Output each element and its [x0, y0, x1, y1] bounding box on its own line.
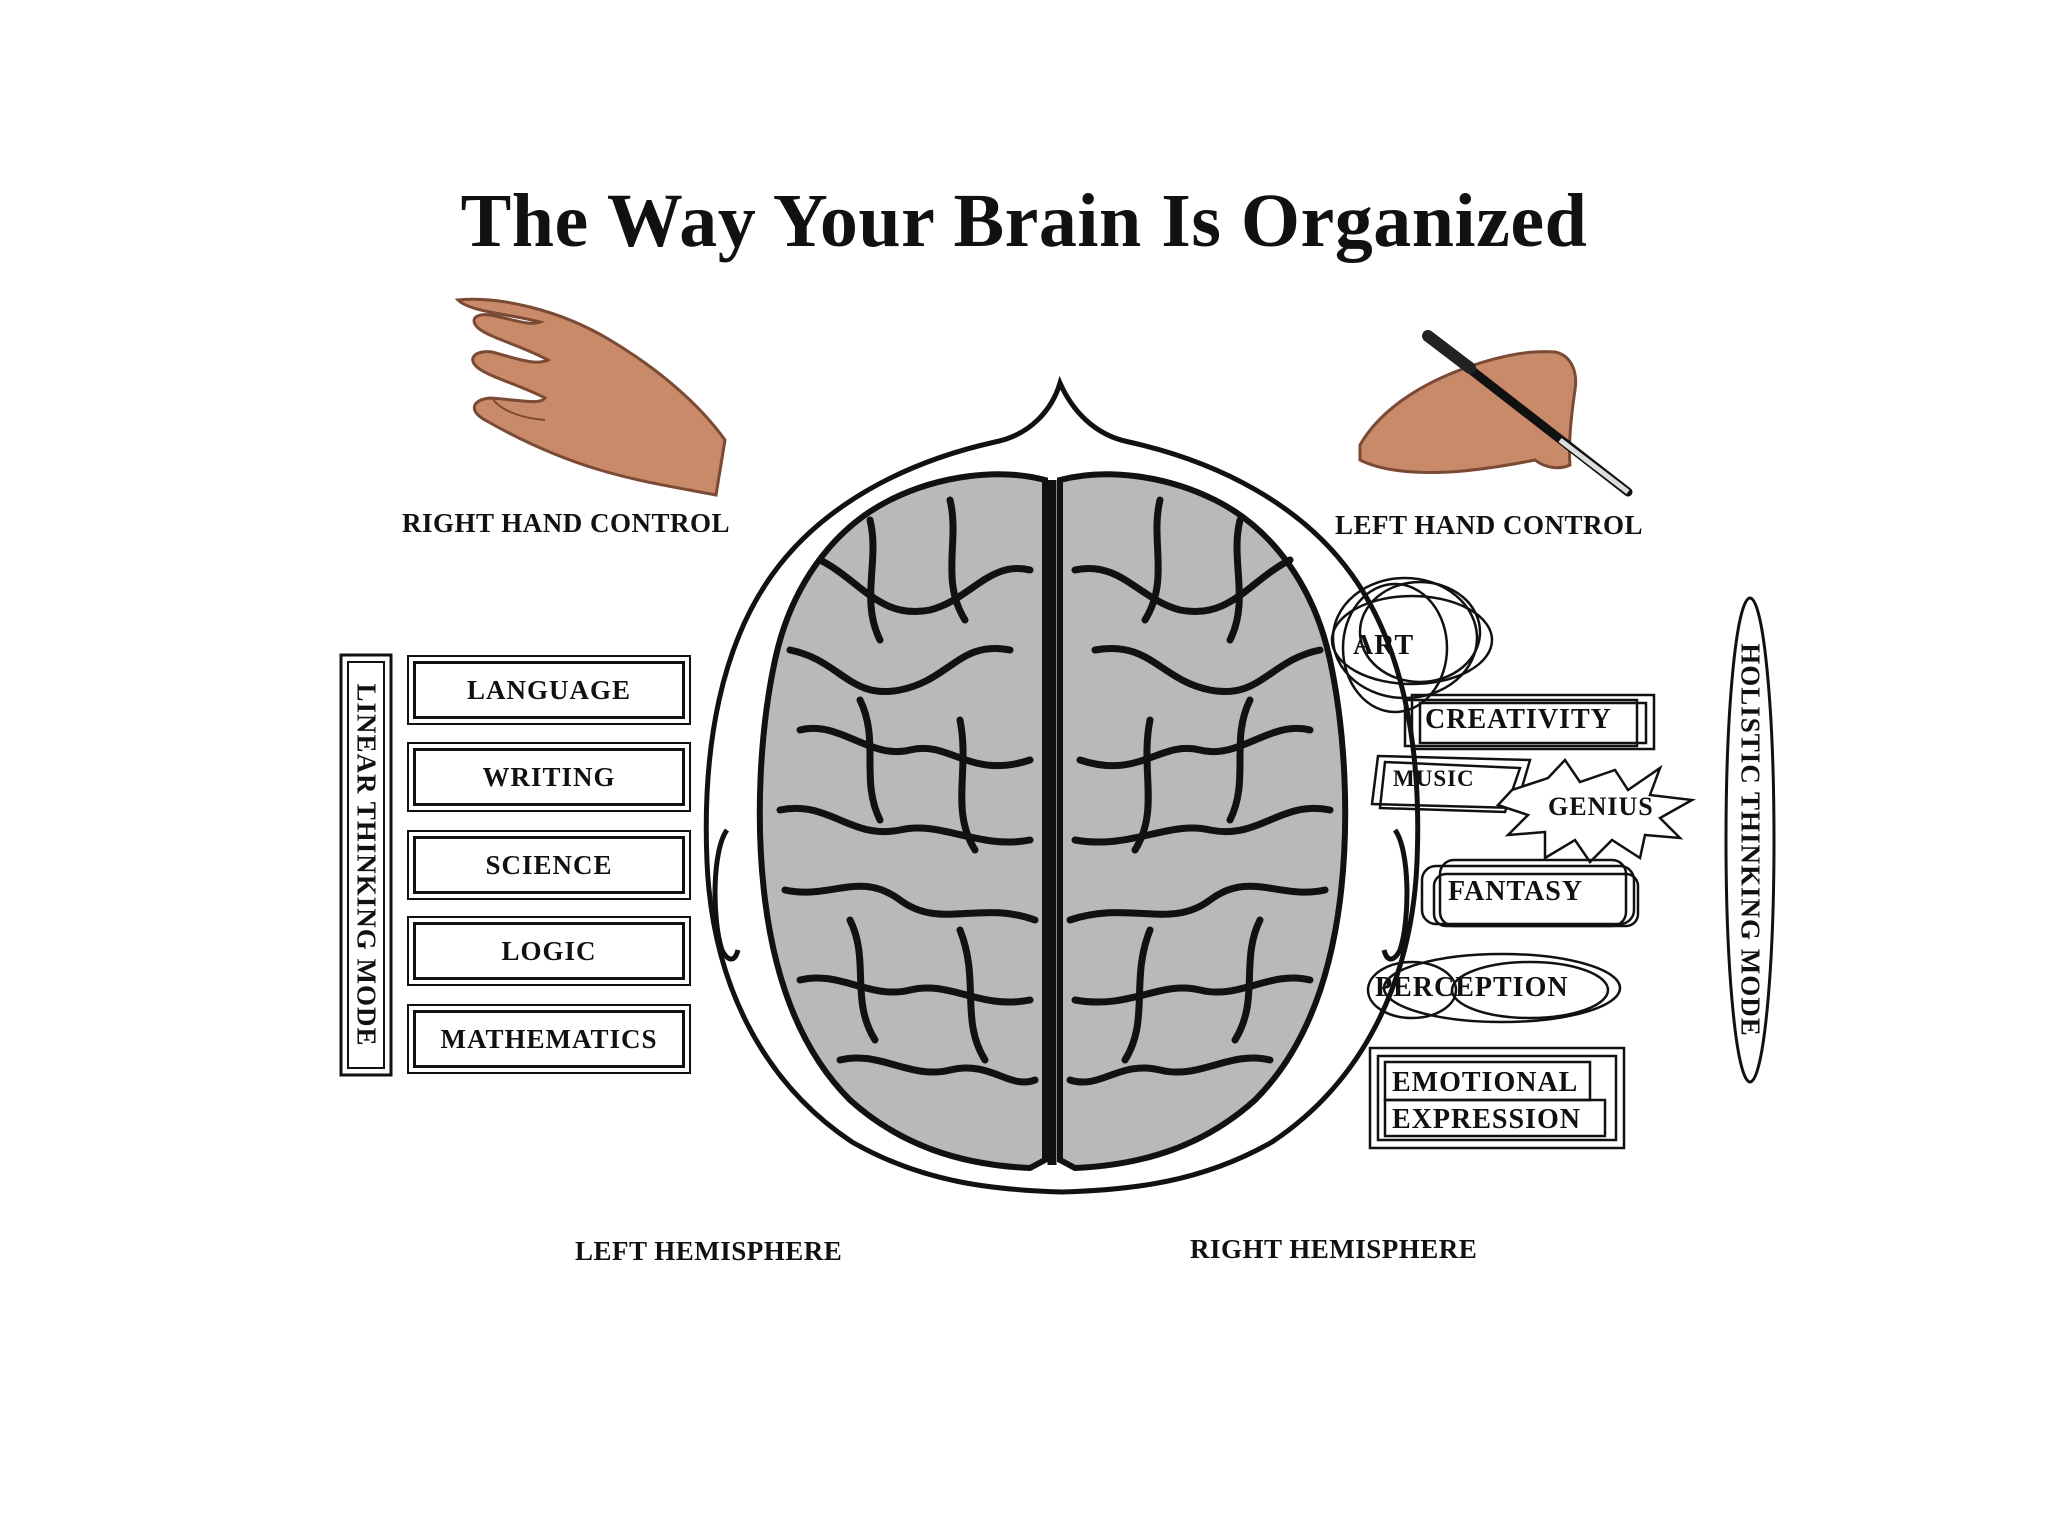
genius-label: GENIUS	[1548, 792, 1654, 821]
right-hemisphere-shape	[1057, 471, 1349, 1172]
emotional-frames	[1368, 1046, 1626, 1150]
emotional-label: EMOTIONAL	[1392, 1067, 1579, 1098]
right-hand-caption: RIGHT HAND CONTROL	[402, 508, 731, 538]
perception-ellipses	[1366, 952, 1622, 1024]
mathematics-box: MATHEMATICS	[407, 1004, 691, 1074]
language-box: LANGUAGE	[407, 655, 691, 725]
left-hand-caption: LEFT HAND CONTROL	[1335, 510, 1644, 540]
open-hand-icon	[454, 297, 727, 497]
fantasy-frames	[1420, 858, 1640, 928]
right-hemisphere-caption: RIGHT HEMISPHERE	[1190, 1234, 1478, 1264]
holistic-thinking-mode-label: HOLISTIC THINKING MODE	[1735, 643, 1766, 1037]
creativity-frames	[1403, 693, 1656, 751]
brain-illustration	[756, 471, 1349, 1172]
perception-label: PERCEPTION	[1375, 972, 1569, 1003]
linear-thinking-mode-label: LINEAR THINKING MODE	[351, 683, 382, 1047]
writing-hand-icon	[1358, 330, 1633, 497]
genius-starburst	[1495, 758, 1696, 864]
logic-box: LOGIC	[407, 916, 691, 986]
music-label: MUSIC	[1393, 766, 1475, 791]
creativity-label: CREATIVITY	[1425, 704, 1612, 735]
fantasy-label: FANTASY	[1448, 876, 1584, 907]
writing-box: WRITING	[407, 742, 691, 812]
head-outline	[703, 375, 1421, 1195]
science-box: SCIENCE	[407, 830, 691, 900]
art-ellipses	[1330, 576, 1494, 714]
art-label: ART	[1353, 630, 1415, 661]
expression-label: EXPRESSION	[1392, 1104, 1581, 1135]
left-hemisphere-caption: LEFT HEMISPHERE	[575, 1236, 843, 1266]
linear-mode-box	[339, 653, 393, 1077]
diagram-title: The Way Your Brain Is Organized	[460, 179, 1588, 263]
holistic-mode-ellipse	[1724, 596, 1776, 1084]
